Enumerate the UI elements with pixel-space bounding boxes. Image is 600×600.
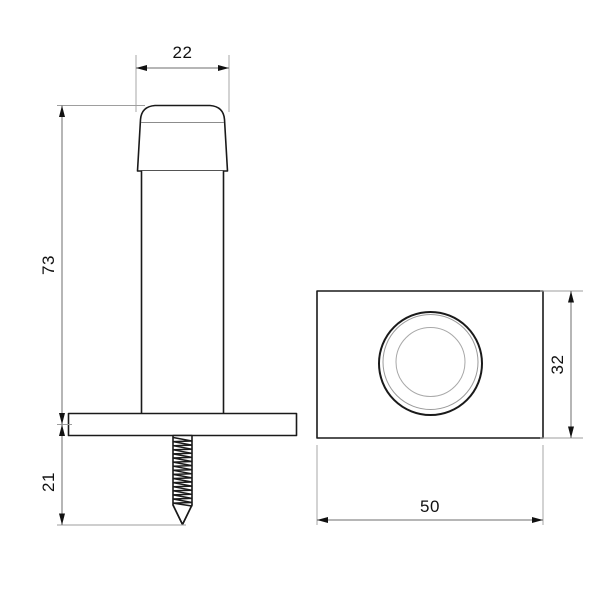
front-plan-view xyxy=(316,290,544,439)
cap-outline xyxy=(136,104,229,172)
dimension-32-arrow-top xyxy=(568,291,574,303)
dimension-50-label: 50 xyxy=(420,497,440,516)
dimension-73-label: 73 xyxy=(39,255,58,275)
dimension-22-label: 22 xyxy=(173,43,193,62)
screw-thread-lines xyxy=(172,436,193,507)
dimension-32-label: 32 xyxy=(548,355,567,375)
dimension-21-arrow-bottom xyxy=(59,513,65,525)
dimension-22: 22 xyxy=(135,43,230,112)
ring-middle xyxy=(382,314,479,410)
dimension-21: 21 xyxy=(39,424,186,526)
dimension-50: 50 xyxy=(316,445,544,525)
dimension-21-arrow-top xyxy=(59,424,65,436)
dimension-50-arrow-right xyxy=(532,517,543,523)
ring-inner xyxy=(395,327,466,397)
dimension-32: 32 xyxy=(540,290,583,439)
dimension-73-arrow-bottom xyxy=(59,413,65,425)
ring-outer xyxy=(378,311,483,416)
dimension-21-label: 21 xyxy=(39,472,58,492)
dimension-73: 73 xyxy=(39,105,145,425)
dimension-22-arrow-left xyxy=(136,65,147,71)
base-plate-outline xyxy=(67,412,298,437)
screw-thread-crests xyxy=(172,440,193,504)
screw-tip-outline xyxy=(172,504,193,526)
stem-outline xyxy=(140,170,225,415)
side-elevation-view xyxy=(67,104,298,526)
dimension-32-arrow-bottom xyxy=(568,426,574,438)
dimension-73-arrow-top xyxy=(59,105,65,117)
dimension-50-arrow-left xyxy=(317,517,328,523)
dimension-22-arrow-right xyxy=(218,65,229,71)
